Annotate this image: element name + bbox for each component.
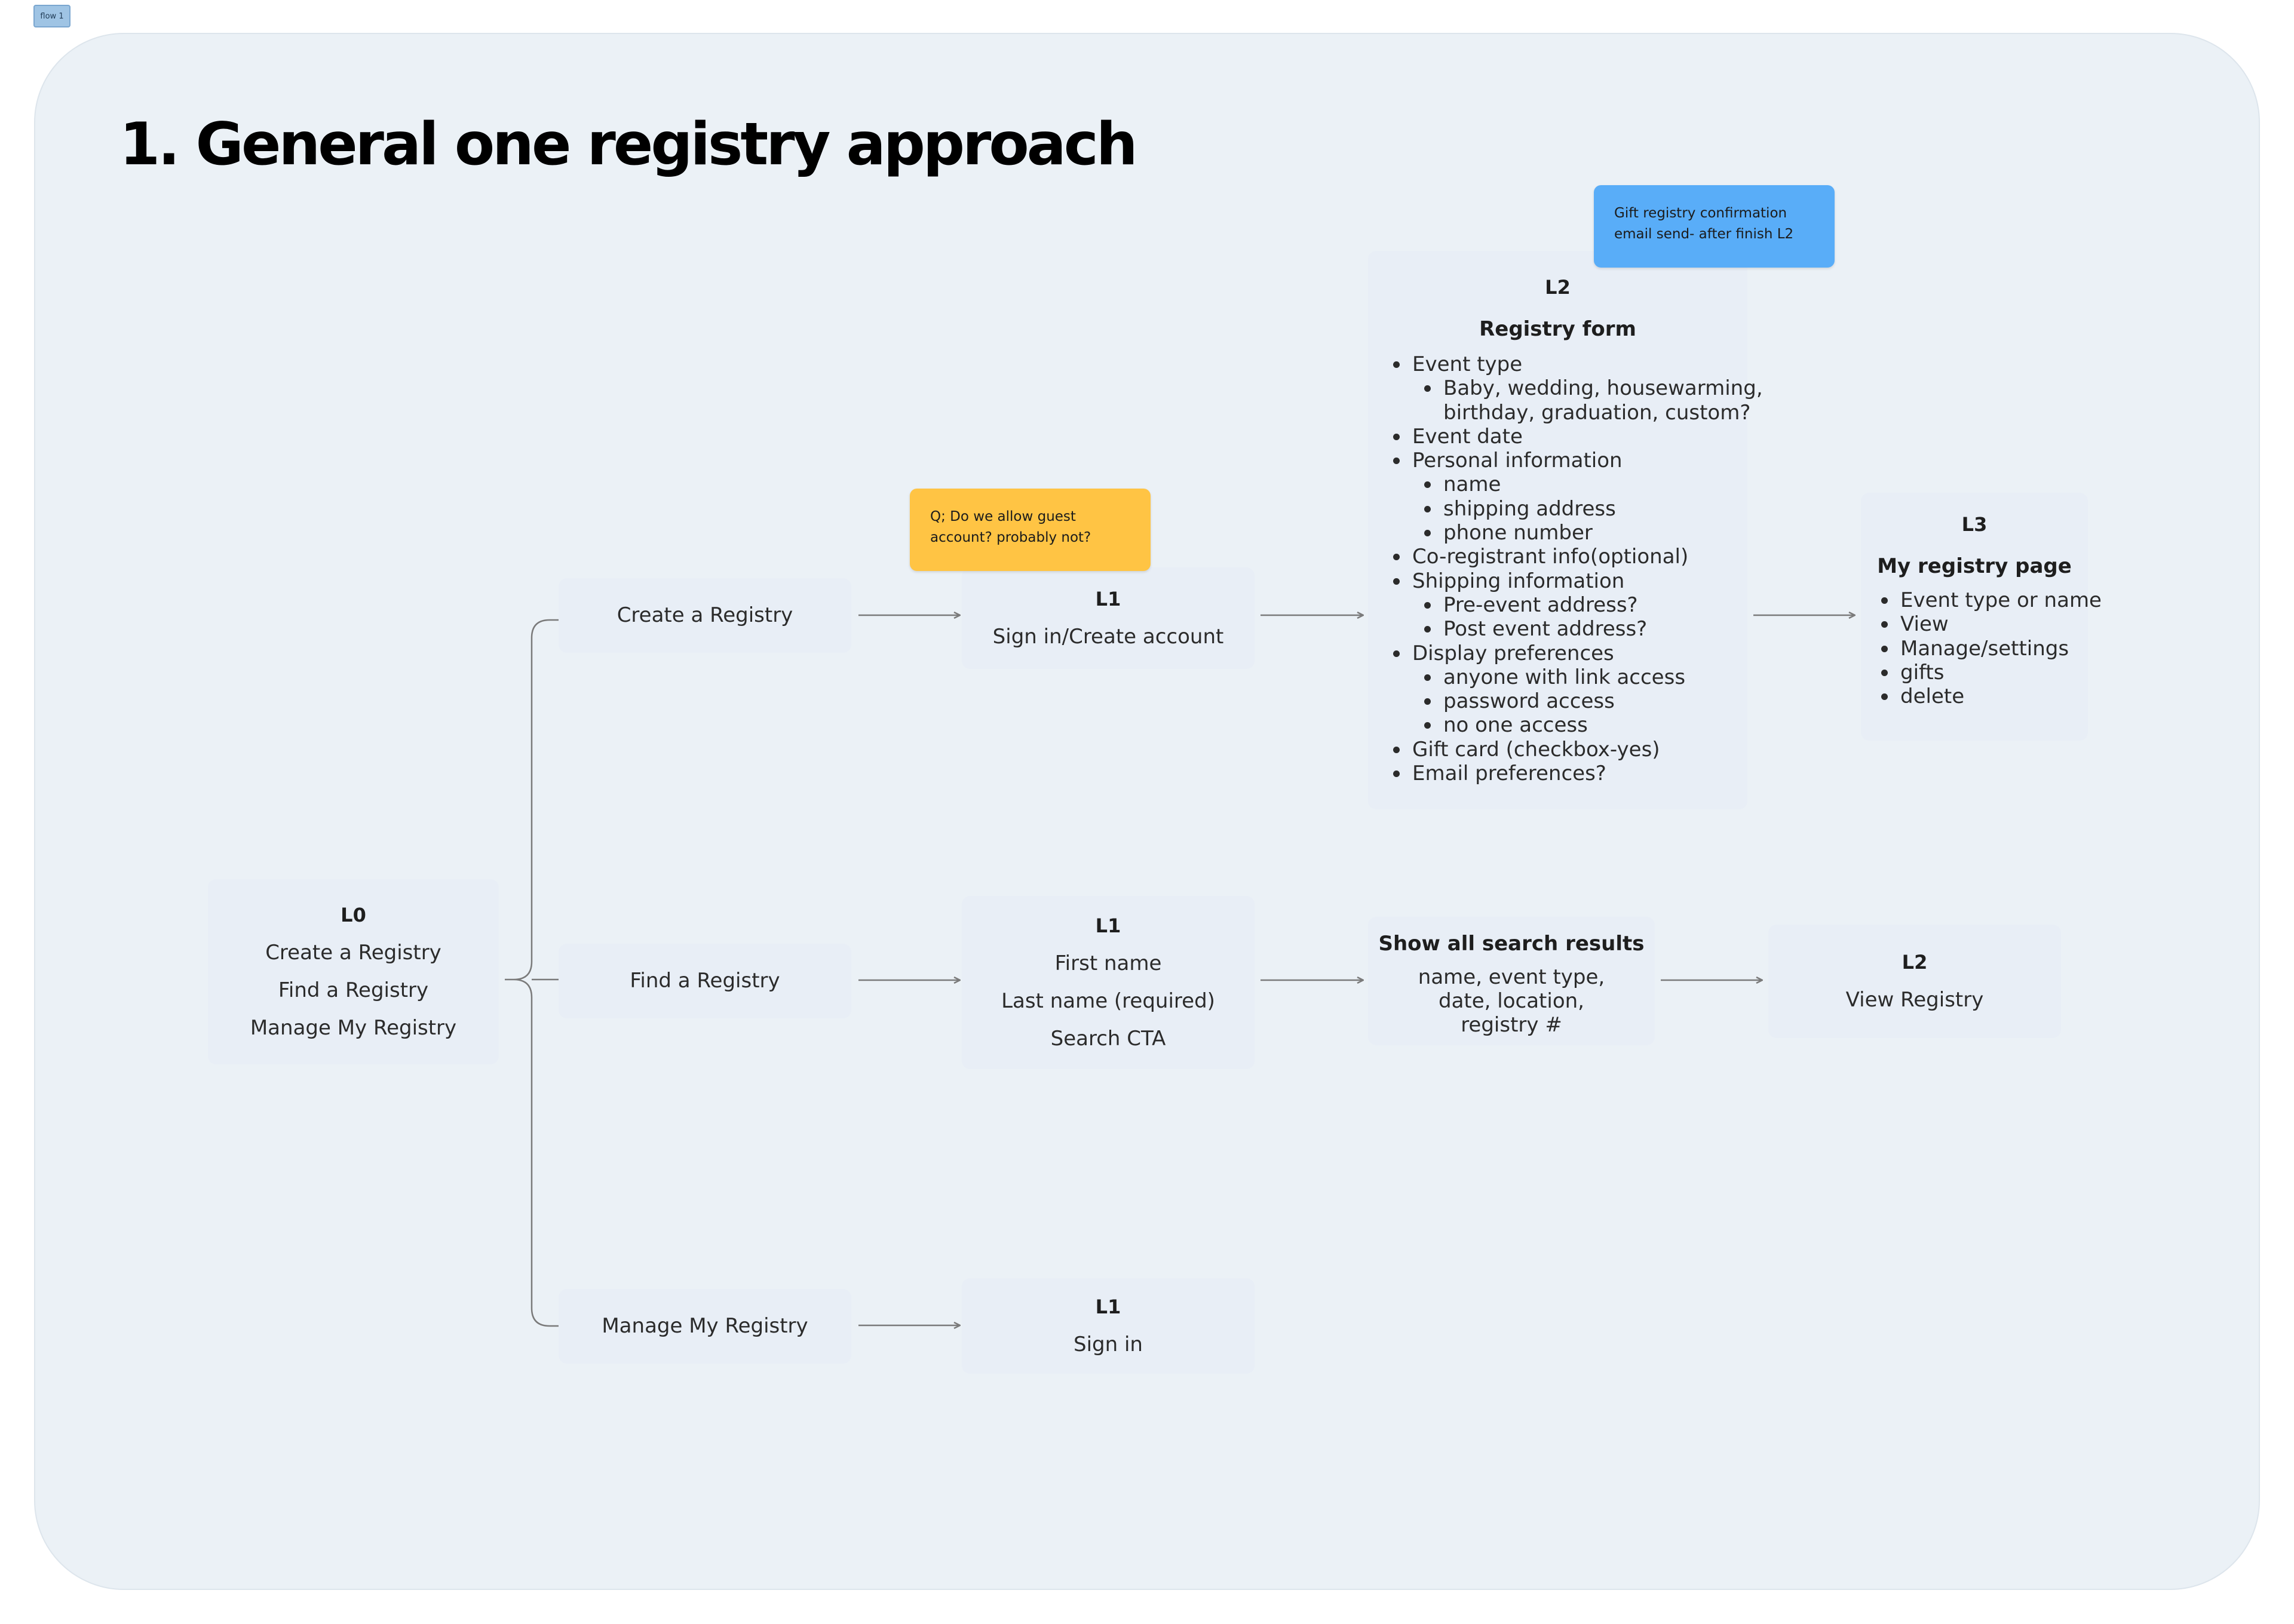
- l0-node[interactable]: L0 Create a Registry Find a Registry Man…: [208, 879, 499, 1064]
- form-item: Email preferences?: [1391, 762, 1763, 785]
- manage-l1-text: Sign in: [1074, 1333, 1143, 1356]
- guest-account-note[interactable]: Q; Do we allow guest account? probably n…: [910, 489, 1151, 571]
- view-registry-node[interactable]: L2 View Registry: [1768, 925, 2061, 1038]
- form-item: Shipping information Pre-event address? …: [1391, 569, 1763, 641]
- manage-l1-node[interactable]: L1 Sign in: [962, 1278, 1255, 1374]
- form-item: Event type Baby, wedding, housewarming,b…: [1391, 352, 1763, 425]
- form-subitem: Post event address?: [1422, 617, 1763, 641]
- search-results-fields: name, event type, date, location, regist…: [1418, 965, 1605, 1037]
- registry-page-item: gifts: [1879, 661, 2102, 684]
- l0-item: Create a Registry: [265, 941, 441, 965]
- frame-label[interactable]: flow 1: [33, 5, 70, 27]
- branch-manage-registry[interactable]: Manage My Registry: [559, 1289, 851, 1364]
- registry-page-item: delete: [1879, 684, 2102, 708]
- search-results-node[interactable]: Show all search results name, event type…: [1368, 917, 1655, 1045]
- registry-page-item: Manage/settings: [1879, 637, 2102, 661]
- search-field-first-name: First name: [1054, 951, 1162, 975]
- manage-l1-level: L1: [1095, 1295, 1121, 1318]
- branch-create-registry[interactable]: Create a Registry: [559, 578, 851, 653]
- search-cta: Search CTA: [1050, 1027, 1166, 1051]
- find-l1-node[interactable]: L1 First name Last name (required) Searc…: [962, 896, 1255, 1069]
- form-subitem: name: [1422, 472, 1763, 496]
- my-registry-level: L3: [1961, 513, 1988, 536]
- form-item: Display preferences anyone with link acc…: [1391, 641, 1763, 738]
- view-registry-level: L2: [1902, 951, 1928, 974]
- search-results-title: Show all search results: [1378, 931, 1645, 956]
- form-subitem: password access: [1422, 689, 1763, 713]
- form-item: Gift card (checkbox-yes): [1391, 738, 1763, 762]
- form-subitem: Baby, wedding, housewarming,birthday, gr…: [1422, 376, 1763, 425]
- registry-page-item: Event type or name: [1879, 588, 2102, 612]
- branch-bracket: [505, 619, 559, 1327]
- registry-form-level: L2: [1545, 276, 1571, 299]
- confirmation-email-note[interactable]: Gift registry confirmation email send- a…: [1594, 185, 1835, 268]
- registry-form-title: Registry form: [1479, 317, 1636, 341]
- my-registry-title: My registry page: [1877, 554, 2072, 578]
- form-subitem: shipping address: [1422, 497, 1763, 521]
- find-l1-level: L1: [1095, 914, 1121, 937]
- form-item: Event date: [1391, 425, 1763, 449]
- form-subitem: no one access: [1422, 713, 1763, 737]
- my-registry-page-node[interactable]: L3 My registry page Event type or name V…: [1861, 493, 2102, 741]
- page-title: 1. General one registry approach: [119, 110, 1138, 179]
- registry-form-list: Event type Baby, wedding, housewarming,b…: [1391, 352, 1763, 785]
- branch-find-registry[interactable]: Find a Registry: [559, 944, 851, 1018]
- create-l1-text: Sign in/Create account: [992, 625, 1224, 649]
- form-subitem: anyone with link access: [1422, 665, 1763, 689]
- form-item: Co-registrant info(optional): [1391, 545, 1763, 569]
- create-l1-node[interactable]: L1 Sign in/Create account: [962, 567, 1255, 669]
- my-registry-list: Event type or name View Manage/settings …: [1879, 588, 2102, 708]
- branch-label: Create a Registry: [617, 603, 793, 627]
- branch-label: Find a Registry: [630, 969, 780, 993]
- branch-label: Manage My Registry: [602, 1314, 808, 1338]
- registry-page-item: View: [1879, 612, 2102, 636]
- l0-item: Find a Registry: [278, 978, 429, 1002]
- form-subitem: Pre-event address?: [1422, 593, 1763, 617]
- view-registry-text: View Registry: [1845, 988, 1984, 1012]
- create-l1-level: L1: [1095, 588, 1121, 610]
- form-subitem: phone number: [1422, 521, 1763, 545]
- search-field-last-name: Last name (required): [1001, 989, 1215, 1013]
- l0-item: Manage My Registry: [250, 1016, 457, 1040]
- registry-form-node[interactable]: L2 Registry form Event type Baby, weddin…: [1368, 251, 1763, 809]
- form-item: Personal information name shipping addre…: [1391, 449, 1763, 545]
- l0-level: L0: [341, 904, 366, 926]
